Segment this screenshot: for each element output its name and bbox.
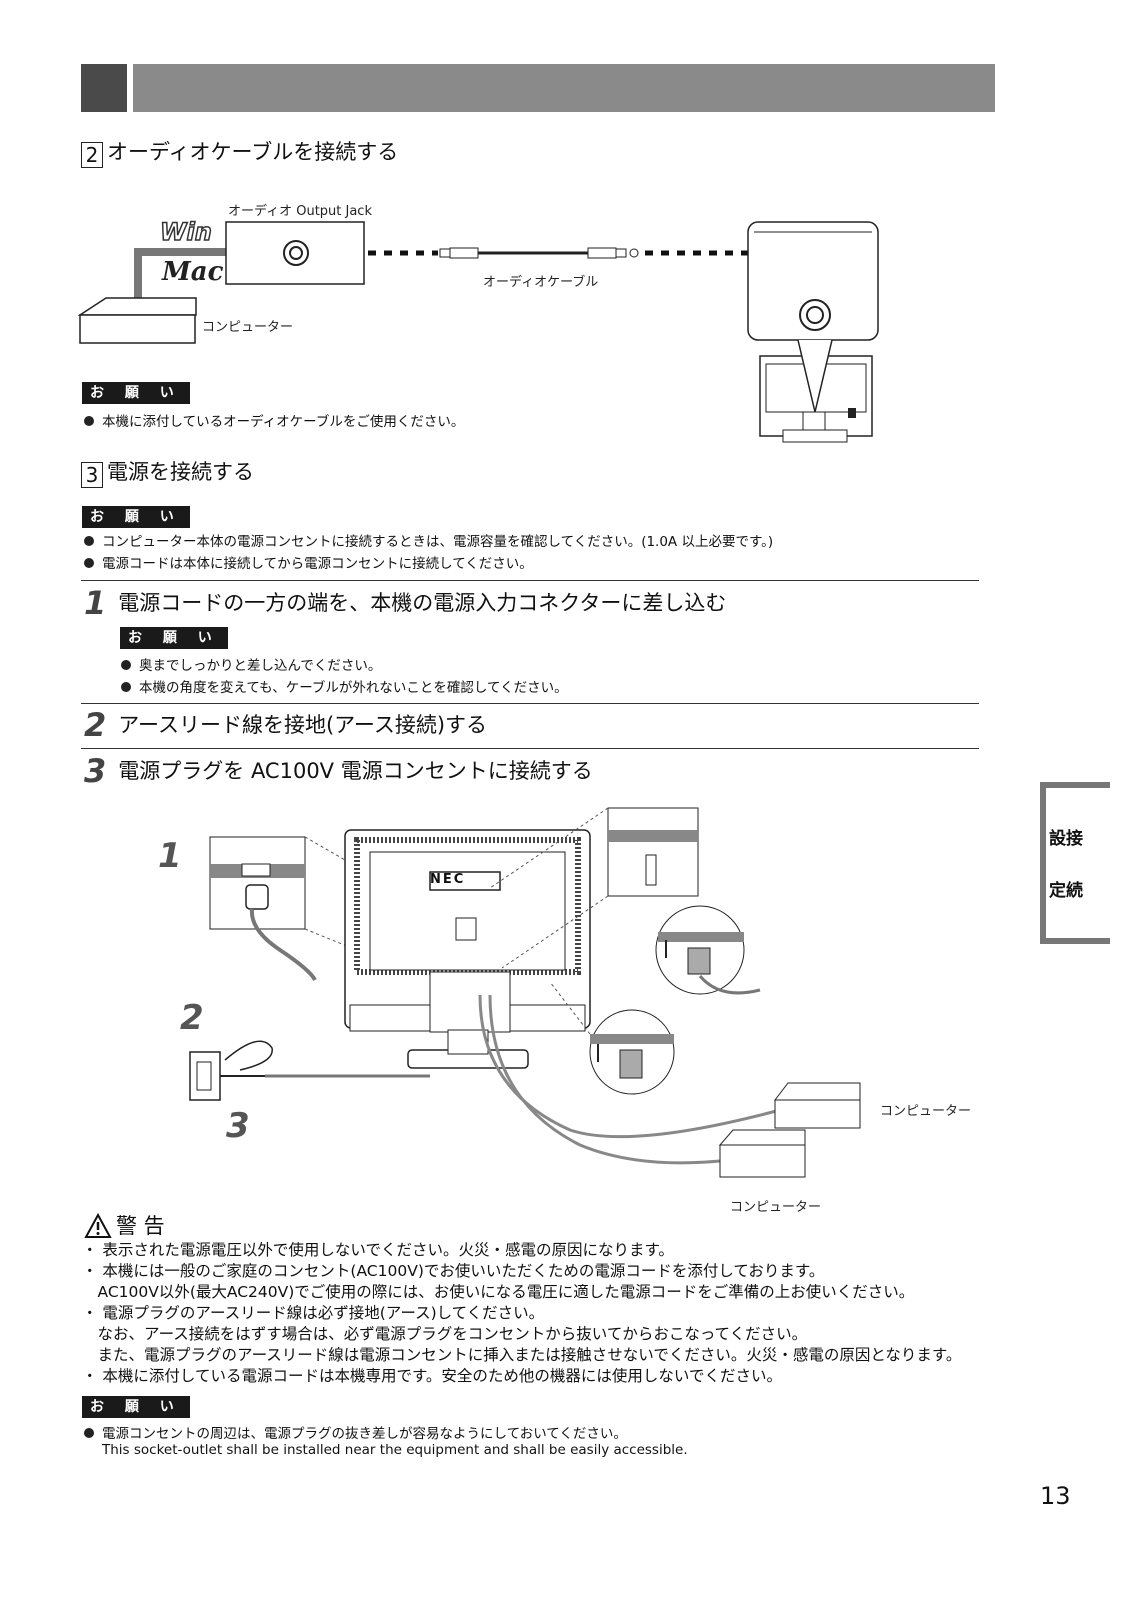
warning-icon [84, 1213, 112, 1238]
computer-2 [718, 1129, 806, 1178]
computer-label-2: コンピューター [730, 1200, 822, 1215]
power-connection-diagram [189, 807, 861, 1178]
warning-title: 警 告 [116, 1214, 165, 1238]
audio-jack-inset [489, 807, 699, 969]
notice-item: 電源コードは本体に接続してから電源コンセントに接続してください。 [84, 552, 533, 572]
svg-text:Mac: Mac [161, 257, 224, 287]
monitor-rear-view [344, 829, 591, 1069]
audio-jack-label: オーディオ Output Jack [228, 204, 372, 219]
computer-label: コンピューター [202, 320, 294, 335]
audio-cable [439, 247, 639, 259]
notice-item: 本機に添付しているオーディオケーブルをご使用ください。 [84, 410, 464, 430]
side-tab-line2: 定続 [1049, 881, 1083, 901]
warning-list: ・ 表示された電源電圧以外で使用しないでください。火災・感電の原因になります。 … [82, 1241, 962, 1385]
page-number: 13 [1040, 1482, 1071, 1510]
dvi-connector-inset [655, 905, 761, 995]
side-tab-line1: 設接 [1049, 829, 1083, 849]
mac-logo-icon: Mac [161, 257, 224, 287]
divider [81, 703, 979, 704]
computer-box [78, 297, 197, 344]
notice-item: 本機の角度を変えても、ケーブルが外れないことを確認してください。 [121, 676, 568, 696]
callout-2: 2 [180, 998, 204, 1038]
svg-text:Win: Win [160, 218, 212, 246]
vga-connector-inset [549, 981, 675, 1095]
side-tab-inner [1046, 788, 1110, 938]
computer-1 [773, 1082, 861, 1129]
monitor-rear [747, 221, 879, 443]
audio-connection-diagram: Win Mac [78, 217, 879, 443]
windows-logo-icon: Win [159, 217, 216, 247]
notice-badge: お 願 い [82, 382, 190, 404]
header-block [81, 64, 127, 112]
callout-1: 1 [158, 836, 182, 876]
notice-badge: お 願 い [120, 627, 228, 649]
callout-3: 3 [226, 1106, 250, 1146]
header-bar [133, 64, 995, 112]
divider [81, 748, 979, 749]
notice-item-en: This socket-outlet shall be installed ne… [102, 1442, 688, 1458]
nec-logo: NEC [430, 872, 466, 887]
audio-output-jack [225, 221, 365, 285]
divider [81, 580, 979, 581]
notice-item: コンピューター本体の電源コンセントに接続するときは、電源容量を確認してください。… [84, 530, 773, 550]
notice-item: 奥までしっかりと差し込んでください。 [121, 654, 381, 674]
computer-label-1: コンピューター [880, 1104, 972, 1119]
notice-badge: お 願 い [82, 1396, 190, 1418]
wall-outlet [189, 1040, 430, 1101]
section-3-number: 3 [81, 462, 103, 488]
audio-cable-label: オーディオケーブル [483, 275, 599, 290]
notice-badge: お 願 い [82, 506, 190, 528]
section-2-number: 2 [81, 142, 103, 168]
notice-item: 電源コンセントの周辺は、電源プラグの抜き差しが容易なようにしておいてください。 [84, 1422, 627, 1442]
